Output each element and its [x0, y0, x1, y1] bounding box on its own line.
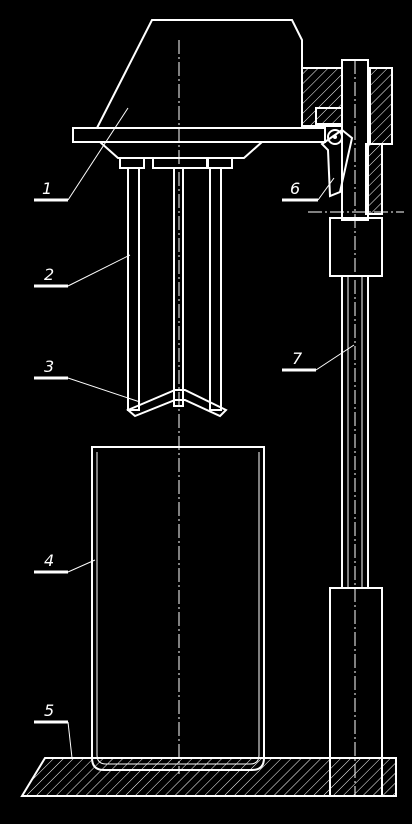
stirrer-blade: [126, 389, 228, 418]
label-2: 2: [44, 265, 54, 284]
callout-5: 5: [34, 701, 73, 759]
clamp-mechanism: [301, 67, 393, 215]
vessel: [91, 446, 265, 771]
label-7: 7: [292, 349, 303, 368]
callout-1: 1: [34, 107, 129, 202]
label-6: 6: [290, 179, 300, 198]
callout-4: 4: [34, 551, 96, 574]
callout-3: 3: [34, 357, 141, 403]
label-1: 1: [42, 179, 52, 198]
label-5: 5: [44, 701, 54, 720]
base-plate: [20, 757, 397, 797]
label-3: 3: [44, 357, 54, 376]
motor-housing: [72, 19, 326, 169]
center-lines: [178, 40, 404, 796]
callout-6: 6: [282, 177, 335, 202]
callout-7: 7: [282, 344, 355, 372]
label-4: 4: [44, 551, 54, 570]
callout-2: 2: [34, 254, 131, 288]
stirrer-rods: [127, 167, 222, 411]
